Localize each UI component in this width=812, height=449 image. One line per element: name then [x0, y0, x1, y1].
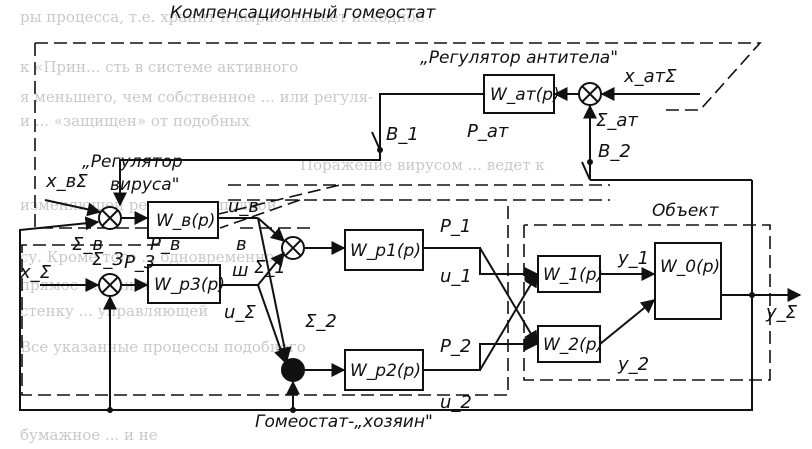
- line-wat-out: [379, 93, 484, 150]
- line-uv-to-sum2: [257, 217, 292, 362]
- bg-line-9: стенку ... управляющей: [20, 302, 208, 320]
- compensation-homeostat-title: Компенсационный гомеостат: [170, 3, 437, 23]
- block-wat: [483, 74, 555, 114]
- block-w0-label: W_0(p): [660, 257, 720, 277]
- host-homeostat-title: Гомеостат-„хозяин": [255, 412, 433, 432]
- label-b2: B_2: [598, 141, 631, 162]
- label-y2: y_2: [617, 354, 649, 375]
- summator-3-cross: [101, 276, 119, 294]
- bg-line-7: су. Кроме того ... одновременно: [20, 248, 274, 266]
- label-u-v: u_в: [228, 196, 259, 217]
- label-y-sum: y_Σ: [765, 302, 798, 323]
- block-w0: [654, 242, 722, 320]
- label-x-atsum: x_aтΣ: [623, 66, 677, 87]
- label-x-vsum: x_вΣ: [45, 171, 88, 192]
- block-w2: [537, 325, 601, 363]
- summator-virus-cross: [101, 209, 119, 227]
- switch-b1: [371, 131, 381, 151]
- object-title: Объект: [652, 201, 720, 221]
- label-sigma-v: Σ_в: [72, 234, 103, 255]
- label-p-v: P_в: [150, 234, 180, 255]
- block-wp3: [147, 264, 221, 304]
- label-sh: ш: [232, 260, 248, 281]
- summator-2: [281, 358, 305, 382]
- line-w2-to-w0: [599, 299, 656, 345]
- label-p-at: P_aт: [467, 121, 509, 142]
- block-w2-label: W_2(p): [543, 335, 603, 355]
- line-antibody-to-virus-sum: [113, 150, 381, 207]
- bg-line-3: я меньшего, чем собственное ... или регу…: [20, 88, 373, 106]
- object-boundary: [523, 224, 771, 381]
- label-p2: P_2: [440, 336, 471, 357]
- feedback-junction-1: [107, 407, 113, 413]
- line-sh-to-sum2: [257, 284, 288, 364]
- feedback-junction-2: [290, 407, 296, 413]
- block-wat-label: W_aт(p): [490, 85, 560, 105]
- label-v: в: [236, 234, 247, 255]
- bg-line-11: бумажное ... и не: [20, 426, 158, 444]
- summator-antibody-cross: [581, 85, 599, 103]
- bg-line-5: Поражение вирусом ... ведет к: [300, 156, 545, 174]
- line-uv-to-sum1: [257, 217, 286, 242]
- antibody-regulator-title: „Регулятор антитела": [420, 48, 618, 68]
- label-x-sum: x_Σ: [19, 262, 52, 283]
- label-sigma3: Σ_3: [92, 249, 124, 270]
- bg-line-2: к «Прин... сть в системе активного: [20, 58, 298, 76]
- block-wp1-label: W_p1(p): [350, 241, 421, 261]
- bg-line-1: ры процесса, т.е. хранит и вырабатывает …: [20, 8, 425, 26]
- block-wv-label: W_в(p): [156, 211, 215, 231]
- label-u-sum: u_Σ: [224, 302, 256, 323]
- line-main-feedback: [19, 216, 753, 411]
- line-wp2-to-w1: [479, 272, 538, 371]
- line-wp1-to-w1: [423, 247, 539, 281]
- line-wp1-to-w2: [479, 247, 538, 346]
- label-u1: u_1: [440, 266, 472, 287]
- bg-line-4: и ... «защищен» от подобных: [20, 112, 250, 130]
- label-p3: P_3: [124, 252, 155, 273]
- line-sh-to-sum1: [257, 251, 285, 286]
- switch-b2-pivot: [587, 159, 593, 165]
- line-x-vsum: [44, 199, 102, 217]
- block-w1: [537, 255, 601, 293]
- label-y1: y_1: [617, 248, 649, 269]
- block-w1-label: W_1(p): [543, 265, 603, 285]
- label-u2: u_2: [440, 392, 472, 413]
- label-p1: P_1: [440, 216, 471, 237]
- label-b1: B_1: [386, 124, 419, 145]
- line-wp2-to-w2: [423, 337, 539, 371]
- block-wp2-label: W_p2(p): [350, 361, 421, 381]
- block-wp3-label: W_p3(p): [154, 275, 225, 295]
- summator-1-cross: [284, 239, 302, 257]
- label-sigma-at: Σ_aт: [596, 110, 638, 131]
- virus-regulator-title-line1: „Регулятор: [82, 152, 183, 172]
- virus-regulator-title-line2: вируса": [110, 175, 180, 195]
- compensation-homeostat-boundary: [34, 42, 762, 229]
- label-sigma2: Σ_2: [305, 311, 337, 332]
- switch-b2: [581, 161, 591, 181]
- host-homeostat-boundary: [21, 184, 610, 396]
- bg-line-10: Все указанные процессы подобного: [20, 338, 306, 356]
